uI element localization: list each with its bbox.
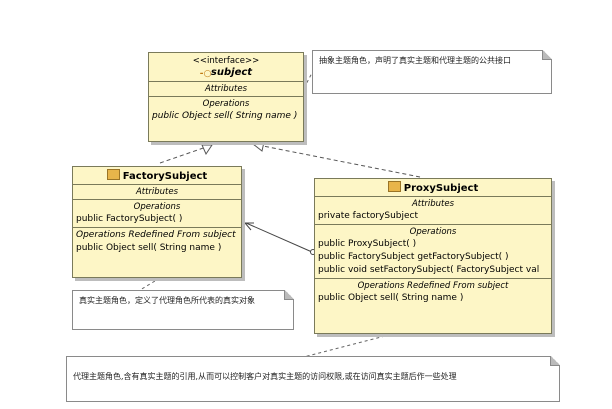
operation-constructor: public ProxySubject( ): [318, 239, 417, 249]
attribute-factory-subject: private factorySubject: [318, 211, 419, 221]
operation-get-factory-subject: public FactorySubject getFactorySubject(…: [318, 252, 509, 262]
subject-title: -○subject: [152, 67, 300, 79]
subject-note[interactable]: 抽象主题角色，声明了真实主题和代理主题的公共接口: [312, 50, 552, 94]
redefined-label: Operations Redefined From subject: [76, 230, 236, 240]
factory-note-anchor: [139, 277, 161, 291]
realization-arrowhead-factory: [201, 144, 213, 156]
attributes-label: Attributes: [204, 84, 248, 94]
operations-label: Operations: [202, 99, 250, 109]
interface-icon: -○: [199, 69, 212, 79]
factory-subject-box[interactable]: FactorySubject Attributes Operations pub…: [72, 166, 242, 278]
factory-note-text: 真实主题角色，定义了代理角色所代表的真实对象: [79, 296, 255, 305]
operation-sell: public Object sell( String name ): [152, 111, 298, 121]
subject-note-anchor: [303, 72, 313, 89]
subject-operations: Operations public Object sell( String na…: [149, 96, 303, 124]
operation-constructor: public FactorySubject( ): [76, 214, 183, 224]
factory-note[interactable]: 真实主题角色，定义了代理角色所代表的真实对象: [72, 290, 294, 330]
proxy-operations: Operations public ProxySubject( ) public…: [315, 224, 551, 278]
factory-name: FactorySubject: [122, 171, 208, 182]
proxy-name: ProxySubject: [403, 183, 479, 194]
operation-sell: public Object sell( String name ): [76, 243, 222, 253]
attributes-label: Attributes: [411, 199, 455, 209]
proxy-note-anchor: [299, 335, 386, 359]
proxy-attributes: Attributes private factorySubject: [315, 196, 551, 224]
redefined-label: Operations Redefined From subject: [357, 281, 509, 291]
subject-interface-box[interactable]: <<interface>> -○subject Attributes Opera…: [148, 52, 304, 142]
association-line: [245, 222, 313, 253]
factory-redefined: Operations Redefined From subject public…: [73, 227, 241, 256]
proxy-header: ProxySubject: [315, 179, 551, 196]
association-arrowhead: [243, 222, 254, 231]
stereotype-label: <<interface>>: [192, 56, 260, 66]
proxy-subject-box[interactable]: ProxySubject Attributes private factoryS…: [314, 178, 552, 334]
factory-header: FactorySubject: [73, 167, 241, 184]
note-fold-icon: [542, 50, 552, 60]
proxy-title: ProxySubject: [318, 181, 548, 194]
subject-attributes: Attributes: [149, 81, 303, 96]
note-fold-icon: [284, 290, 294, 300]
subject-header: <<interface>> -○subject: [149, 53, 303, 81]
factory-title: FactorySubject: [76, 169, 238, 182]
proxy-note-text: 代理主题角色,含有真实主题的引用,从而可以控制客户对真实主题的访问权限,或在访问…: [73, 372, 457, 381]
realization-arrowhead-proxy: [251, 141, 265, 152]
factory-attributes: Attributes: [73, 184, 241, 199]
class-icon: [106, 169, 120, 180]
operations-label: Operations: [409, 227, 457, 237]
operation-sell: public Object sell( String name ): [318, 293, 464, 303]
factory-operations: Operations public FactorySubject( ): [73, 199, 241, 227]
operations-label: Operations: [133, 202, 181, 212]
subject-note-text: 抽象主题角色，声明了真实主题和代理主题的公共接口: [319, 56, 511, 65]
class-icon: [387, 181, 401, 192]
proxy-note[interactable]: 代理主题角色,含有真实主题的引用,从而可以控制客户对真实主题的访问权限,或在访问…: [66, 356, 560, 402]
attributes-label: Attributes: [135, 187, 179, 197]
realization-line-proxy: [257, 144, 421, 178]
proxy-redefined: Operations Redefined From subject public…: [315, 278, 551, 306]
note-fold-icon: [550, 356, 560, 366]
operation-set-factory-subject: public void setFactorySubject( FactorySu…: [318, 265, 540, 275]
subject-name: subject: [210, 67, 253, 78]
